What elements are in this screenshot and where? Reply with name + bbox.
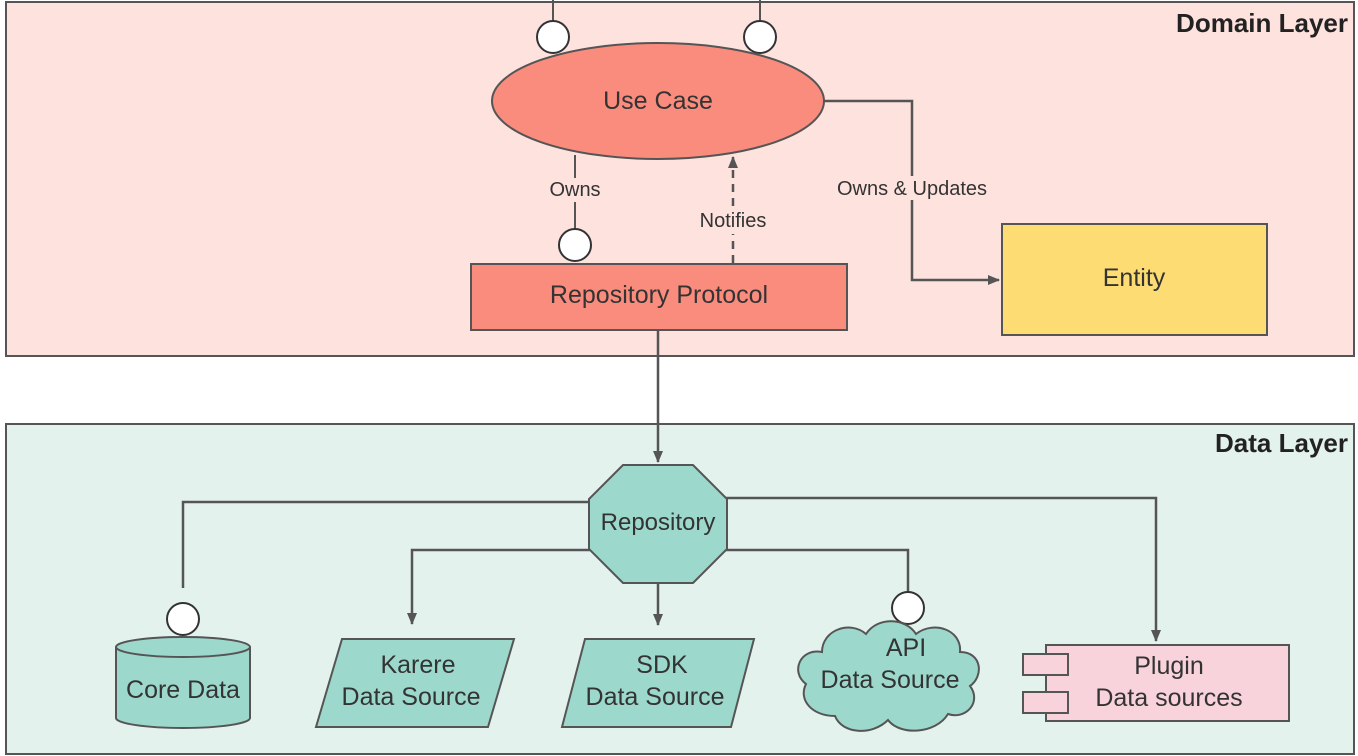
sdk-label-line1: SDK xyxy=(636,651,688,679)
api-label-line2: Data Source xyxy=(821,666,960,694)
repository-to-core-data-connector xyxy=(181,500,590,588)
owns-updates-connector-lower xyxy=(910,200,1000,285)
plugin-component-tab-bottom xyxy=(1022,691,1069,714)
repository-protocol-node xyxy=(470,263,848,331)
karere-data-source-node xyxy=(314,638,516,728)
interface-circle-right xyxy=(743,20,777,54)
plugin-label-line2: Data sources xyxy=(1095,684,1242,712)
core-data-node xyxy=(115,647,251,729)
entity-node xyxy=(1001,223,1268,336)
notifies-label: Notifies xyxy=(700,210,767,232)
sdk-label-line2: Data Source xyxy=(586,683,725,711)
core-data-label: Core Data xyxy=(126,676,240,704)
owns-interface-circle xyxy=(558,228,592,262)
api-interface-circle xyxy=(891,591,925,625)
repository-node xyxy=(588,464,728,584)
plugin-data-sources-node xyxy=(1045,644,1290,722)
repository-to-api-connector xyxy=(726,548,910,592)
core-data-interface-circle xyxy=(166,602,200,636)
use-case-node xyxy=(491,42,825,160)
domain-layer-title: Domain Layer xyxy=(1176,8,1348,38)
api-data-source-node xyxy=(797,620,980,732)
api-label-line1: API xyxy=(886,634,926,662)
owns-updates-label: Owns & Updates xyxy=(837,178,987,200)
entity-label: Entity xyxy=(1103,264,1166,292)
sdk-data-source-node xyxy=(560,638,756,728)
data-layer-title: Data Layer xyxy=(1215,428,1348,458)
repository-to-karere-arrow xyxy=(407,548,590,625)
karere-label-line2: Data Source xyxy=(342,683,481,711)
plugin-label-line1: Plugin xyxy=(1134,652,1204,680)
core-data-top xyxy=(115,636,251,658)
repository-label: Repository xyxy=(601,509,716,536)
owns-label: Owns xyxy=(549,179,600,201)
plugin-component-tab-top xyxy=(1022,653,1069,676)
repository-protocol-label: Repository Protocol xyxy=(550,281,768,309)
karere-label-line1: Karere xyxy=(380,651,455,679)
repository-to-plugin-arrow xyxy=(726,496,1161,642)
use-case-label: Use Case xyxy=(603,87,713,115)
owns-updates-connector-upper xyxy=(824,99,914,176)
interface-circle-left xyxy=(536,20,570,54)
